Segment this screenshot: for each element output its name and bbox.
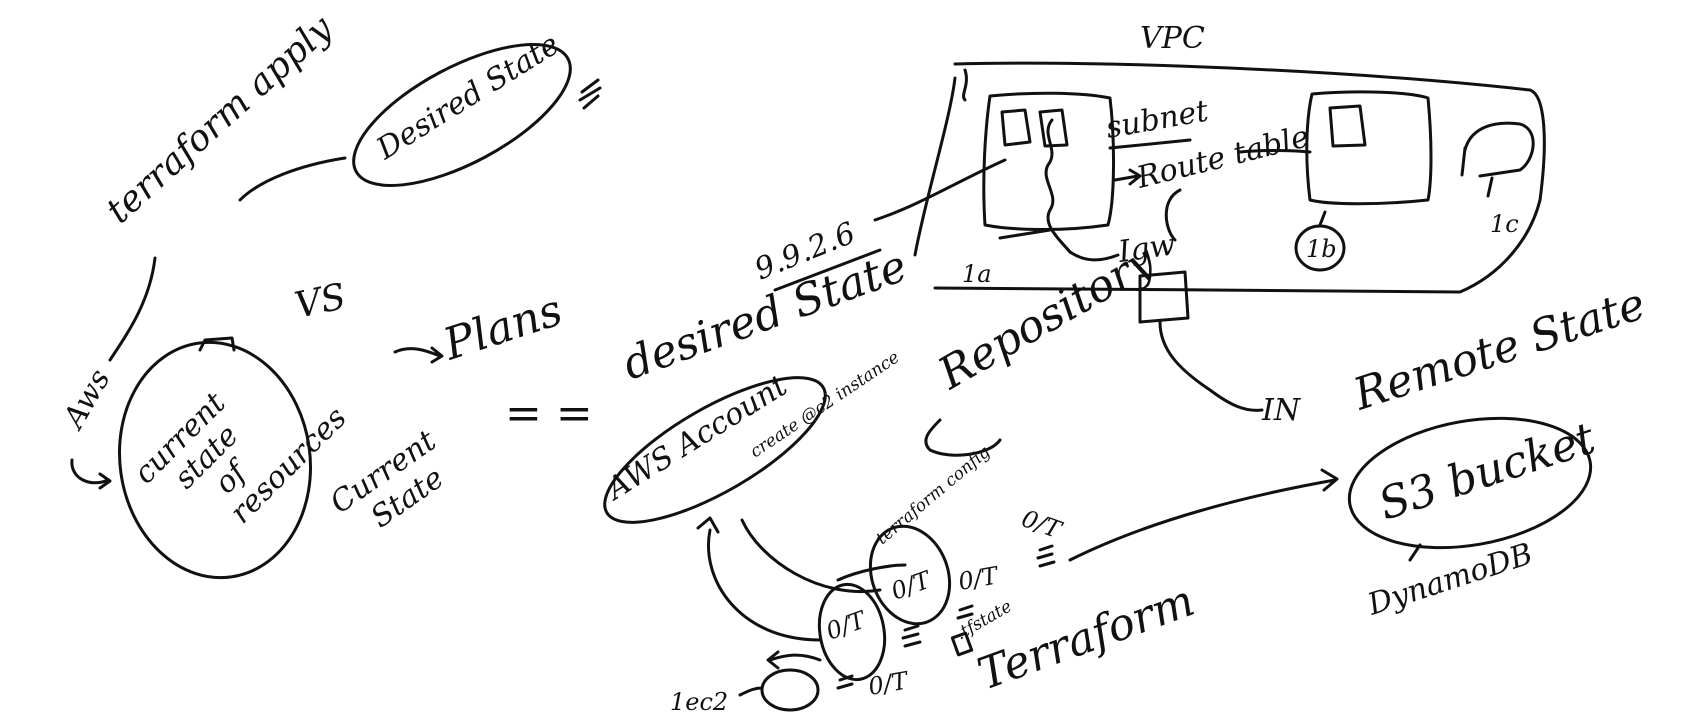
- igw-label: Igw: [1115, 227, 1177, 270]
- desired-state-bubble: [352, 43, 572, 187]
- dotstate-label: .tfstate: [953, 596, 1016, 644]
- vs-label: VS: [291, 276, 349, 327]
- subnet-1c-tick: [1460, 146, 1494, 198]
- subnet-1c-shape: [1463, 121, 1535, 178]
- remote-state-label: Remote State: [1347, 278, 1652, 420]
- az-1b-tick: [1318, 210, 1327, 227]
- vpc-left-edge: [913, 76, 957, 257]
- arrow-to-s3: [1068, 468, 1339, 562]
- vpc-label: VPC: [1140, 21, 1205, 56]
- route-table-to-1b: [1238, 149, 1312, 154]
- current-state-line-4: resources: [223, 400, 353, 530]
- aws-account-to-tf-2: [836, 563, 907, 582]
- igw-box: [1138, 270, 1190, 324]
- tf-file-4: 0/T: [822, 605, 870, 645]
- terraform-apply-label: terraform apply: [99, 8, 342, 232]
- tf-file-2: 0/T: [956, 561, 1002, 596]
- tf-dash-stack-3: [901, 624, 922, 648]
- aws-arrow: [70, 458, 112, 490]
- bubble-tab: [198, 336, 236, 352]
- vpc-inner-line: [962, 68, 968, 102]
- cmd-config-label: terraform config: [872, 442, 994, 549]
- arrow-ec2: [766, 650, 822, 670]
- subnet-1b-box: [1305, 90, 1433, 206]
- repo-connector: [924, 418, 1002, 457]
- plans-label: Plans: [437, 285, 569, 371]
- igw-to-internet: [1158, 320, 1264, 412]
- hash-mark: [578, 78, 602, 110]
- aws-account-to-tf: [707, 528, 822, 642]
- aws-account-bubble: [603, 376, 827, 524]
- tf-cluster-ellipse-2: [817, 582, 887, 682]
- tf-dash-stack-4: [836, 674, 854, 690]
- current-state-bubble: [118, 340, 312, 580]
- az-1a-connector: [998, 228, 1052, 240]
- aws-label: Aws: [55, 363, 118, 436]
- tf-cluster-ellipse-1: [868, 524, 952, 626]
- equals-label: = =: [505, 388, 593, 439]
- terraform-bottom-label: Terraform: [971, 575, 1201, 700]
- subnet-1a-box: [982, 91, 1116, 231]
- connector-apply-to-desired: [238, 156, 347, 202]
- instance-icon-1: [1000, 108, 1032, 147]
- current-state-bottom: Current State: [324, 423, 450, 535]
- arrow-to-plans: [393, 346, 444, 364]
- tf-file-5: 0/T: [866, 666, 912, 701]
- route-squiggle: [1044, 118, 1072, 254]
- aws-account-loop: [740, 518, 882, 593]
- s3-bucket-bubble: [1347, 416, 1593, 550]
- s3-to-dynamo: [1408, 543, 1422, 562]
- connector-aws-to-apply: [108, 256, 157, 362]
- cidr-connector: [873, 158, 1007, 222]
- aws-account-arrowhead: [696, 516, 720, 534]
- az-1c-label: 1c: [1490, 210, 1519, 238]
- route-arrow: [1113, 168, 1142, 186]
- subnet-label: subnet: [1103, 93, 1211, 146]
- subnet-underline: [1108, 138, 1192, 150]
- internet-label: IN: [1261, 393, 1302, 428]
- current-state-text: current state of resources: [127, 385, 353, 531]
- tf-dash-stack-1: [1036, 544, 1056, 568]
- cidr-underline: [773, 248, 882, 292]
- tf-file-1: 0/T: [887, 565, 935, 605]
- s3-bucket-label: S3 bucket: [1373, 413, 1602, 531]
- tf-file-3: 0/T: [1018, 504, 1066, 544]
- ec2-bubble: [760, 668, 820, 712]
- instance-icon-3: [1328, 104, 1367, 148]
- igw-connector: [1068, 250, 1120, 262]
- route-to-igw: [1164, 188, 1182, 242]
- terraform-apply-label-group: terraform apply: [99, 8, 342, 232]
- dynamodb-label: DynamoDB: [1363, 537, 1537, 623]
- ec2-label: 1ec2: [670, 688, 728, 716]
- instance-icon-2: [1038, 108, 1069, 148]
- vpc-boundary: [933, 61, 1546, 294]
- ec2-connector: [738, 686, 764, 697]
- az-1b-label: 1b: [1306, 235, 1337, 263]
- state-file-icon: [950, 631, 974, 657]
- az-1a-label: 1a: [962, 260, 992, 288]
- tf-dash-stack-2: [956, 604, 974, 620]
